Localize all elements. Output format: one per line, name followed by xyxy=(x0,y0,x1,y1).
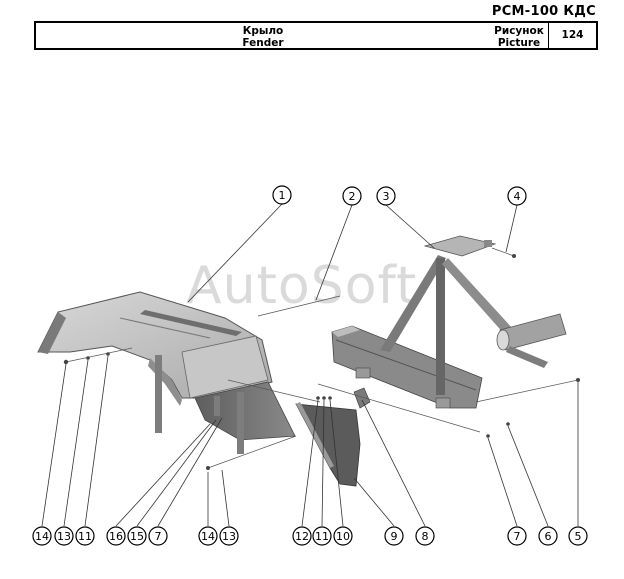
callout-11-middle: 11 xyxy=(315,530,329,543)
document-code: РСМ-100 КДС xyxy=(491,4,596,19)
callout-10: 10 xyxy=(336,530,350,543)
callout-14-left: 14 xyxy=(35,530,49,543)
assembly-lines xyxy=(65,247,579,469)
callout-2: 2 xyxy=(349,190,356,203)
callout-6: 6 xyxy=(545,530,552,543)
callout-5: 5 xyxy=(575,530,582,543)
picture-label-en: Picture xyxy=(497,37,541,49)
leader-lines xyxy=(41,203,579,527)
title-block: Крыло Fender Рисунок Picture 124 xyxy=(34,21,598,50)
callout-4: 4 xyxy=(514,190,521,203)
callout-1: 1 xyxy=(279,189,286,202)
callout-14-middle: 14 xyxy=(201,530,215,543)
callout-3: 3 xyxy=(383,190,390,203)
callout-7-right: 7 xyxy=(514,530,521,543)
callout-11-left: 11 xyxy=(78,530,92,543)
part-name-en: Fender xyxy=(242,37,284,49)
callout-13-left: 13 xyxy=(57,530,71,543)
small-bracket xyxy=(353,387,371,409)
callout-7-left: 7 xyxy=(155,530,162,543)
callout-13-middle: 13 xyxy=(222,530,236,543)
picture-number: 124 xyxy=(561,29,584,41)
fender-assembly xyxy=(37,291,296,454)
picture-label-cell: Рисунок Picture xyxy=(490,23,549,49)
bracket-frame xyxy=(331,235,567,409)
part-name-ru: Крыло xyxy=(242,25,284,37)
callout-9: 9 xyxy=(391,530,398,543)
callout-15: 15 xyxy=(130,530,144,543)
callout-circles xyxy=(32,185,588,546)
part-name-cell: Крыло Fender xyxy=(36,23,490,49)
picture-label-ru: Рисунок xyxy=(494,25,544,37)
fasteners xyxy=(63,254,580,470)
watermark-text: AutoSoft xyxy=(186,256,418,316)
callout-8: 8 xyxy=(422,530,429,543)
callout-12: 12 xyxy=(295,530,309,543)
mud-flap xyxy=(295,402,361,487)
callout-16: 16 xyxy=(109,530,123,543)
